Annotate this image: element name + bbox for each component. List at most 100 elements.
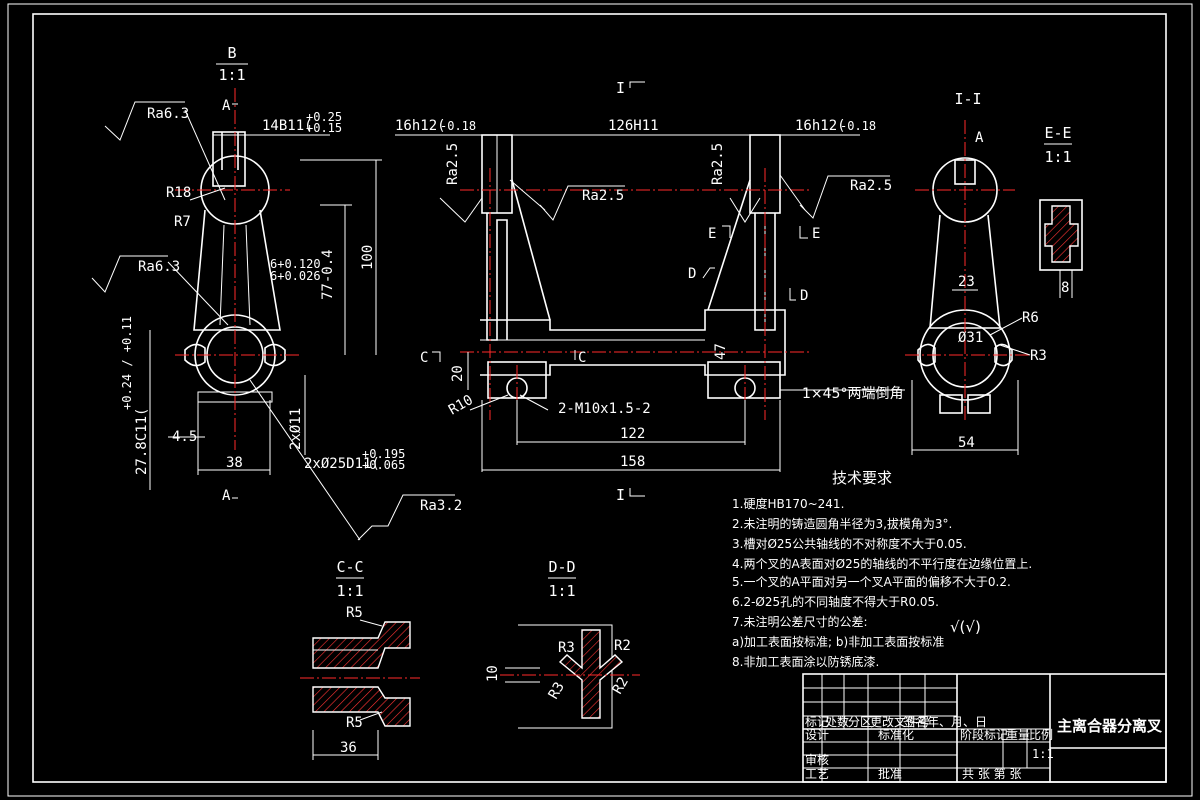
dim-27-8c11-tol: +0.24 / +0.11 bbox=[120, 316, 134, 410]
note-3: 3.槽对Ø25公共轴线的不对称度不大于0.05. bbox=[732, 536, 967, 551]
title-block: 标记 处数 分区 更改文件号 签名 年、月、日 设计 标准化 审核 工艺 批准 … bbox=[802, 673, 1167, 783]
tb-docno: 更改文件号 bbox=[870, 714, 930, 729]
view-b-arrow-a-top: A bbox=[222, 98, 231, 114]
view-d-d-title: D-D bbox=[548, 558, 575, 576]
dim-2x25d11-tol-u: +0.195 bbox=[362, 447, 405, 461]
tb-ratio: 比例 bbox=[1029, 728, 1053, 742]
view-main: I I 16h12( -0.18 126H11 16h12( bbox=[395, 79, 905, 504]
dim-122: 122 bbox=[620, 426, 645, 442]
tb-sign: 签名 bbox=[903, 714, 927, 729]
note-2: 2.未注明的铸造圆角半径为3,拔模角为3°. bbox=[732, 516, 952, 531]
section-d-right: D bbox=[800, 288, 808, 304]
dim-r3-side: R3 bbox=[1030, 348, 1047, 364]
tb-process: 工艺 bbox=[805, 767, 829, 781]
dim-16h12-left: 16h12( bbox=[395, 118, 446, 134]
section-i-bottom: I bbox=[616, 486, 625, 504]
notes-title: 技术要求 bbox=[832, 469, 892, 487]
dim-126h11: 126H11 bbox=[608, 118, 659, 134]
dim-20: 20 bbox=[450, 365, 466, 382]
note-1: 1.硬度HB170~241. bbox=[732, 496, 844, 511]
view-d-d: D-D 1:1 R3 R2 R3 R2 10 bbox=[485, 558, 640, 729]
dd-dim-10: 10 bbox=[485, 665, 501, 682]
dim-14b11-tol-l: +0.15 bbox=[306, 121, 342, 135]
view-i-i-title: I-I bbox=[954, 90, 981, 108]
view-b-scale: 1:1 bbox=[218, 66, 245, 84]
note-8: 8.非加工表面涂以防锈底漆. bbox=[732, 654, 879, 669]
dim-14b11: 14B11( bbox=[262, 118, 313, 134]
technical-requirements: 技术要求 1.硬度HB170~241. 2.未注明的铸造圆角半径为3,拔模角为3… bbox=[732, 469, 1032, 669]
section-e-left: E bbox=[708, 226, 716, 242]
view-i-i: I-I A 23 R6 Ø31 R3 54 bbox=[905, 90, 1047, 455]
tb-date: 年、月、日 bbox=[927, 715, 987, 729]
dim-38: 38 bbox=[226, 455, 243, 471]
dim-2-m10: 2-M10x1.5-2 bbox=[558, 401, 651, 417]
tb-approve: 批准 bbox=[878, 766, 902, 781]
tb-check: 审核 bbox=[805, 752, 829, 767]
dim-6: 6+0.120 bbox=[270, 257, 321, 271]
dd-r3-top: R3 bbox=[558, 640, 575, 656]
dim-16h12-right-tol: -0.18 bbox=[840, 119, 876, 133]
roughness-ra63-top: Ra6.3 bbox=[147, 106, 189, 122]
dd-r2-bottom: R2 bbox=[610, 674, 632, 697]
tb-design: 设计 bbox=[805, 728, 829, 742]
note-4: 4.两个叉的A表面对Ø25的轴线的不平行度在边缘位置上. bbox=[732, 556, 1032, 571]
tb-scale-value: 1:1 bbox=[1032, 747, 1054, 761]
tb-stage: 阶段标记 bbox=[960, 727, 1008, 742]
view-b: B 1:1 A A 14B11( +0.25 +0.15 Ra6.3 bbox=[91, 44, 462, 541]
section-e-right: E bbox=[812, 226, 820, 242]
note-7a: a)加工表面按标准; b)非加工表面按标准 bbox=[732, 635, 944, 649]
dd-r2-top: R2 bbox=[614, 638, 631, 654]
dim-23: 23 bbox=[958, 274, 975, 290]
dim-77: 77-0.4 bbox=[320, 249, 336, 300]
dim-27-8c11: 27.8C11( bbox=[134, 408, 150, 475]
view-i-i-a-mark: A bbox=[975, 130, 984, 146]
tb-std: 标准化 bbox=[878, 728, 914, 742]
roughness-ra25-right-vertical: Ra2.5 bbox=[710, 143, 726, 185]
tb-count: 处数 bbox=[825, 714, 849, 729]
roughness-ra32: Ra3.2 bbox=[420, 498, 462, 514]
tb-sheets: 共 张 第 张 bbox=[962, 767, 1021, 781]
roughness-ra63-mid: Ra6.3 bbox=[138, 259, 180, 275]
cc-dim-36: 36 bbox=[340, 740, 357, 756]
view-b-title: B bbox=[227, 44, 236, 62]
dim-r7: R7 bbox=[174, 214, 191, 230]
section-c-left: C bbox=[420, 350, 428, 366]
view-e-e: E-E 1:1 8 bbox=[1039, 124, 1083, 298]
inner-border bbox=[32, 13, 1167, 783]
view-d-d-scale: 1:1 bbox=[548, 582, 575, 600]
dim-4-5: 4.5 bbox=[172, 429, 197, 445]
dim-54: 54 bbox=[958, 435, 975, 451]
dim-2x11: 2xØ11 bbox=[288, 408, 304, 450]
cc-r5-bottom: R5 bbox=[346, 715, 363, 731]
roughness-ra25-left: Ra2.5 bbox=[582, 188, 624, 204]
dim-r18: R18 bbox=[166, 185, 191, 201]
tb-weight: 重量 bbox=[1006, 728, 1030, 742]
dim-100: 100 bbox=[360, 245, 376, 270]
part-name: 主离合器分离叉 bbox=[1057, 717, 1163, 735]
note-6: 6.2-Ø25孔的不同轴度不得大于R0.05. bbox=[732, 594, 939, 609]
dim-6b: 6+0.026 bbox=[270, 269, 321, 283]
tb-zone: 分区 bbox=[848, 715, 872, 729]
dim-8: 8 bbox=[1061, 280, 1069, 296]
view-c-c-scale: 1:1 bbox=[336, 582, 363, 600]
view-c-c-title: C-C bbox=[336, 558, 363, 576]
note-chamfer: 1×45°两端倒角 bbox=[802, 386, 903, 402]
section-i-top: I bbox=[616, 79, 625, 97]
roughness-ra25-right: Ra2.5 bbox=[850, 178, 892, 194]
section-d-left: D bbox=[688, 266, 696, 282]
dim-r10: R10 bbox=[446, 392, 476, 419]
dim-16h12-left-tol: -0.18 bbox=[440, 119, 476, 133]
dd-r3-bottom: R3 bbox=[546, 679, 568, 702]
dim-31: Ø31 bbox=[958, 330, 983, 346]
dim-47: 47 bbox=[713, 343, 729, 360]
roughness-symbol: √(√) bbox=[950, 618, 981, 636]
roughness-ra25-left-vertical: Ra2.5 bbox=[445, 143, 461, 185]
dim-16h12-right: 16h12( bbox=[795, 118, 846, 134]
dim-2x25d11: 2xØ25D11( bbox=[304, 456, 380, 472]
dim-2x25d11-tol-l: +0.065 bbox=[362, 458, 405, 472]
cc-r5-top: R5 bbox=[346, 605, 363, 621]
note-7: 7.未注明公差尺寸的公差: bbox=[732, 614, 868, 629]
view-c-c: C-C 1:1 R5 R5 36 bbox=[300, 558, 420, 760]
dim-r6: R6 bbox=[1022, 310, 1039, 326]
